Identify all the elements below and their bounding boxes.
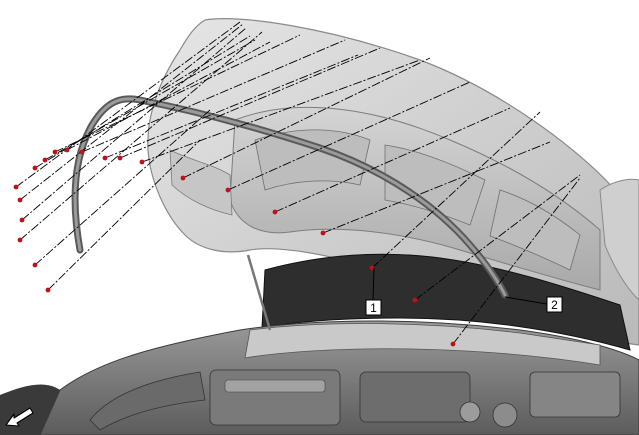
cowl-shadow [261, 253, 631, 351]
callout-2: 2 [504, 296, 563, 313]
leader-line [44, 39, 256, 161]
leader-line [19, 31, 263, 241]
clip-marker [19, 217, 25, 223]
clip-leader-lines [15, 21, 581, 345]
leader-line [81, 39, 346, 153]
leader-line [452, 177, 581, 345]
clip-marker [79, 149, 85, 155]
clip-marker [450, 341, 456, 347]
clip-marker [64, 147, 70, 153]
callout-2-label: 2 [551, 298, 558, 312]
leader-line [47, 139, 201, 291]
leader-line [21, 27, 247, 221]
clip-marker [320, 230, 326, 236]
clip-marker [32, 165, 38, 171]
leader-line [119, 47, 381, 159]
clip-marker [272, 209, 278, 215]
leader-line [66, 41, 271, 151]
leader-line [182, 57, 431, 179]
callout-1: 1 [365, 267, 382, 316]
leader-line [104, 54, 359, 159]
leader-line [34, 109, 211, 266]
hood-support-rod [246, 254, 272, 331]
leader-line [19, 23, 244, 201]
leader-line [15, 21, 241, 188]
clip-marker [225, 187, 231, 193]
leader-line [141, 59, 421, 163]
clip-marker [412, 297, 418, 303]
callout-1-label: 1 [370, 301, 377, 315]
hood-seal-strip [71, 95, 509, 299]
clip-marker [17, 237, 23, 243]
callout-2-box [546, 296, 563, 313]
clip-marker [117, 155, 123, 161]
clip-marker [13, 184, 19, 190]
clip-marker [45, 287, 51, 293]
clip-marker [52, 149, 58, 155]
leader-line [371, 111, 541, 269]
engine-bay [0, 320, 639, 435]
front-arrow-icon [5, 407, 34, 427]
clip-marker [32, 262, 38, 268]
clip-marker [180, 175, 186, 181]
clip-marker [17, 197, 23, 203]
leader-line [414, 174, 581, 301]
callout-1-box [365, 299, 382, 316]
clip-marker [369, 265, 375, 271]
leader-line [54, 34, 301, 153]
leader-line [274, 107, 511, 213]
leader-line [34, 35, 251, 169]
clip-markers [13, 147, 456, 347]
clip-marker [42, 157, 48, 163]
leader-line [227, 81, 471, 191]
clip-marker [139, 159, 145, 165]
leader-line [322, 141, 551, 234]
clip-marker [102, 155, 108, 161]
